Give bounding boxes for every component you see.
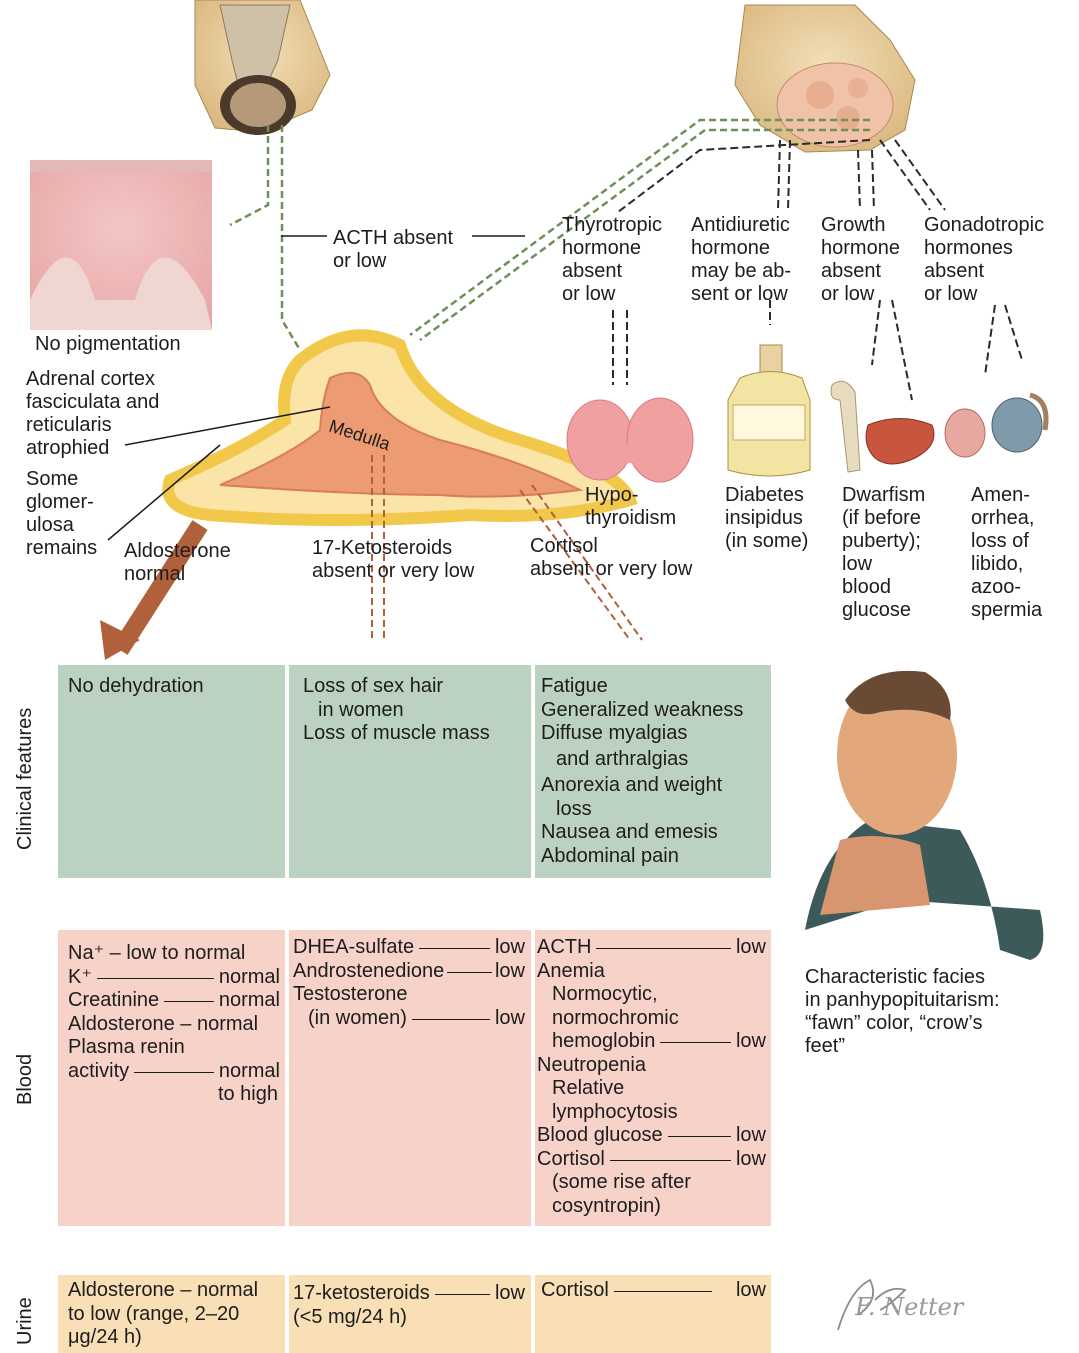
- pituitary-left-illustration: [195, 0, 330, 135]
- row-label-urine: Urine: [14, 1297, 37, 1345]
- hypothyroidism-label: Hypo-thyroidism: [585, 484, 676, 530]
- bone-liver-illustration: [831, 381, 934, 472]
- row-label-blood: Blood: [14, 1054, 37, 1105]
- ovary-testis-illustration: [945, 395, 1046, 457]
- row-label-clinical: Clinical features: [14, 708, 37, 850]
- clinical-col2-text: Loss of sex hair in women Loss of muscle…: [303, 675, 490, 746]
- facies-portrait-illustration: [805, 671, 1043, 960]
- urine-bottle-illustration: [728, 345, 810, 476]
- signature-illustration: F. Netter: [838, 1280, 965, 1330]
- clinical-col3-text: Fatigue Generalized weakness Diffuse mya…: [541, 675, 743, 868]
- thyroid-illustration: [567, 398, 693, 482]
- clinical-col1-text: No dehydration: [68, 675, 204, 699]
- adrenal-gland-illustration: [168, 335, 630, 520]
- urine-col1-text: Aldosterone – normal to low (range, 2–20…: [68, 1279, 258, 1350]
- no-pigmentation-label: No pigmentation: [35, 333, 181, 356]
- svg-text:F. Netter: F. Netter: [854, 1293, 965, 1321]
- skin-illustration: [30, 160, 212, 330]
